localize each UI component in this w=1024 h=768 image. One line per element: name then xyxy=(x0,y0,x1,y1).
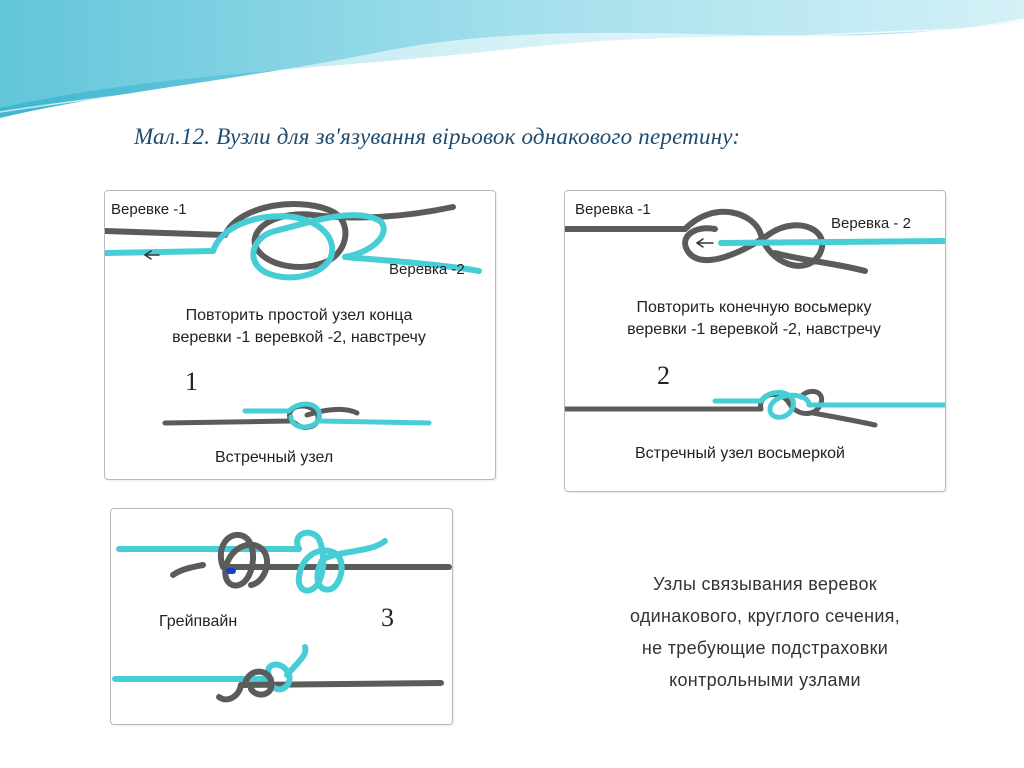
rope-1-label: Веревка -1 xyxy=(575,201,651,218)
instruction-text: Повторить конечную восьмерку веревки -1 … xyxy=(569,297,939,341)
panel-figure-eight-bend: Веревка -1 Веревка - 2 Повторить конечну… xyxy=(564,190,946,492)
knot-number: 3 xyxy=(381,603,394,632)
instruction-line-2: веревки -1 веревкой -2, навстречу xyxy=(627,321,881,338)
note-line-1: Узлы связывания веревок xyxy=(653,574,877,594)
instruction-line-1: Повторить простой узел конца xyxy=(185,307,413,324)
note-line-2: одинакового, круглого сечения, xyxy=(629,606,901,626)
rope-2-label: Веревка -2 xyxy=(389,261,465,278)
note-line-4: контрольными узлами xyxy=(669,670,861,690)
knots-note: Узлы связывания веревок одинакового, кру… xyxy=(578,568,952,696)
wave-background xyxy=(0,0,1024,130)
rope-1-label: Веревке -1 xyxy=(111,201,187,218)
knot-caption: Встречный узел xyxy=(215,449,334,466)
knot-caption: Грейпвайн xyxy=(159,613,238,630)
grapevine-bend-diagram xyxy=(112,529,452,703)
note-line-3: не требующие подстраховки xyxy=(641,638,889,658)
instruction-line-1: Повторить конечную восьмерку xyxy=(636,299,872,316)
instruction-line-2: веревки -1 веревкой -2, навстречу xyxy=(172,329,426,346)
knot-caption: Встречный узел восьмеркой xyxy=(635,445,845,462)
slide-title: Мал.12. Вузли для зв'язування вірьовок о… xyxy=(134,124,741,149)
knot-number: 2 xyxy=(657,361,670,390)
knot-number: 1 xyxy=(185,367,198,396)
figure-eight-bend-diagram xyxy=(565,208,945,428)
panel-grapevine-bend: Грейпвайн 3 xyxy=(110,508,453,725)
panel-overhand-bend: Веревке -1 Веревка -2 Повторить простой … xyxy=(104,190,496,480)
overhand-bend-diagram xyxy=(105,201,482,430)
rope-2-label: Веревка - 2 xyxy=(831,215,911,232)
instruction-text: Повторить простой узел конца веревки -1 … xyxy=(119,305,479,349)
